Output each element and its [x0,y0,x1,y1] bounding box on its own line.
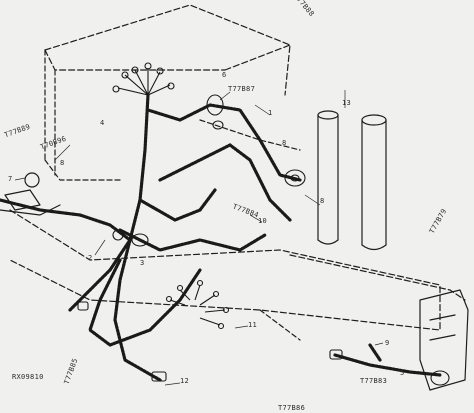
callout-6: 6 [222,71,227,79]
callout-8a: 8 [320,197,325,205]
harness-branch-upper [146,103,302,182]
callout-11: 11 [248,321,258,329]
callout-1: 1 [268,109,273,117]
connector-fan-lower [169,284,226,326]
harness-loop [88,258,202,347]
callout-7: 7 [8,175,13,183]
cab-frame-outline [44,4,291,96]
cylinder-right [361,119,387,246]
harness-main-trunk [113,93,162,382]
harness-branch-lower [118,228,267,252]
part-number-label: T77B87 [228,85,256,93]
connector-center [131,233,149,247]
connector-rear-right [430,370,450,386]
callout-13: 13 [342,99,352,107]
callout-12: 12 [180,377,190,385]
callout-2: 2 [88,254,93,262]
callout-4: 4 [100,119,105,127]
connector-bottom-plug [151,371,167,382]
part-number-label: T77B86 [278,404,306,412]
connector-upper-round [206,94,224,116]
harness-rear [333,353,442,377]
rear-bracket [419,289,469,391]
harness-branch-left [0,198,132,242]
part-number-label: T77B83 [360,377,388,385]
callout-8b: 8 [60,159,65,167]
harness-branch-right [158,143,292,222]
callout-8c: 8 [282,139,287,147]
callout-10: 10 [258,217,268,225]
connector-right-plug [284,169,306,187]
connector-cluster-top [117,68,171,96]
callout-9: 9 [385,339,390,347]
connector-rear-left [329,349,343,360]
callout-5: 5 [400,369,405,377]
cylinder-left [317,114,339,241]
callout-3: 3 [140,259,145,267]
figure-code: RX09810 [12,373,44,381]
